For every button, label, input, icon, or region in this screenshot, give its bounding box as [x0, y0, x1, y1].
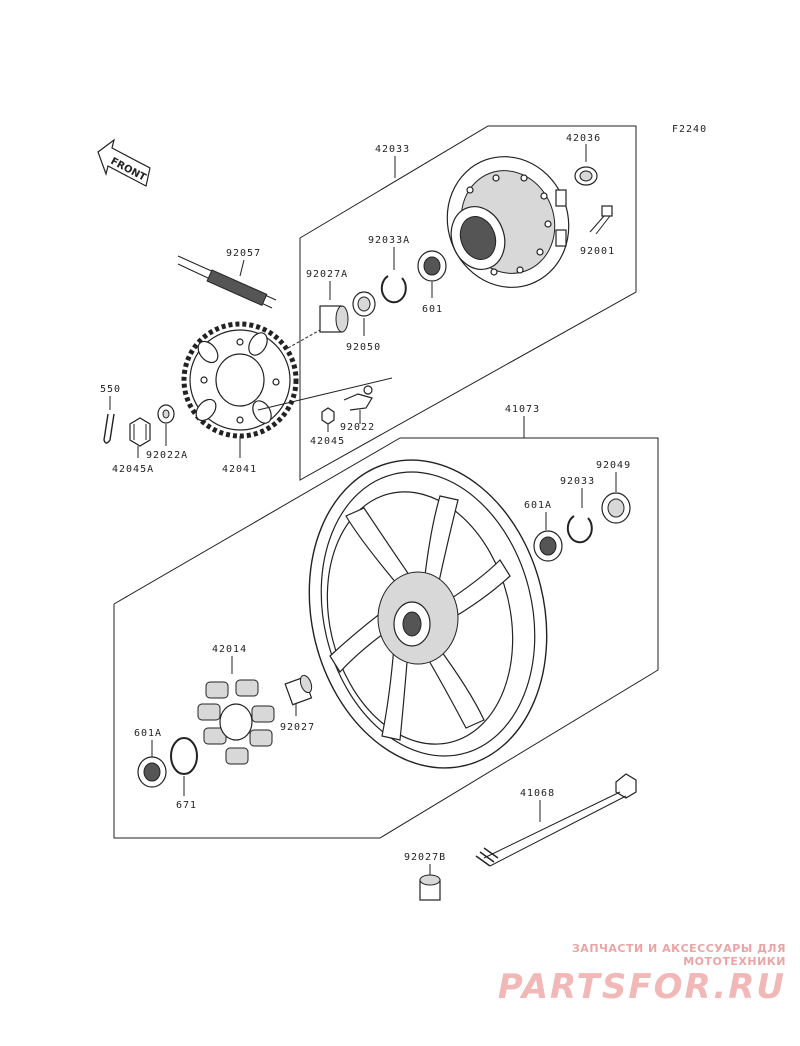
bushing-42036	[574, 166, 598, 186]
label-42045A: 42045A	[112, 464, 154, 475]
collar-92027A	[319, 305, 349, 333]
label-42014: 42014	[212, 644, 247, 655]
seal-92049	[601, 492, 631, 524]
seal-92050	[352, 291, 376, 317]
axle-41068	[475, 773, 637, 867]
label-601A-bottom: 601A	[134, 728, 162, 739]
watermark: ЗАПЧАСТИ И АКСЕССУАРЫ ДЛЯ МОТОТЕХНИКИ PA…	[466, 942, 786, 1006]
label-92027A: 92027A	[306, 269, 348, 280]
label-601A-top: 601A	[524, 500, 552, 511]
castle-nut-42045A	[129, 417, 151, 447]
drive-chain-92057	[177, 255, 277, 309]
hub-assembly-frame	[299, 125, 637, 481]
label-42045: 42045	[310, 436, 345, 447]
collar-92027B	[419, 874, 441, 901]
label-550: 550	[100, 384, 121, 395]
wheel-assembly-frame	[113, 437, 659, 839]
collar-92027	[284, 674, 313, 706]
label-41073: 41073	[505, 404, 540, 415]
label-42041: 42041	[222, 464, 257, 475]
label-92027: 92027	[280, 722, 315, 733]
bearing-601A-top	[533, 530, 563, 562]
label-92001: 92001	[580, 246, 615, 257]
label-42036: 42036	[566, 133, 601, 144]
rear-wheel-rim	[308, 459, 548, 769]
circlip-92033A	[380, 275, 407, 304]
label-42033: 42033	[375, 144, 410, 155]
o-ring-671	[170, 737, 198, 775]
label-92049: 92049	[596, 460, 631, 471]
label-41068: 41068	[520, 788, 555, 799]
figure-code: F2240	[672, 124, 707, 135]
bearing-601A-bottom	[137, 756, 167, 788]
bolt-92001	[589, 205, 613, 235]
label-92050: 92050	[346, 342, 381, 353]
cotter-pin-550	[103, 413, 115, 444]
label-92027B: 92027B	[404, 852, 446, 863]
bearing-601	[417, 250, 447, 282]
nut-42045	[321, 407, 335, 425]
label-92022: 92022	[340, 422, 375, 433]
watermark-brand: PARTSFOR.RU	[497, 967, 786, 1007]
sprocket-hub	[446, 156, 570, 288]
rear-sprocket-42041	[181, 321, 299, 439]
label-92033: 92033	[560, 476, 595, 487]
washer-92022A	[157, 404, 175, 424]
label-92033A: 92033A	[368, 235, 410, 246]
label-92057: 92057	[226, 248, 261, 259]
front-arrow-icon: FRONT	[97, 138, 151, 187]
watermark-tagline: ЗАПЧАСТИ И АКСЕССУАРЫ ДЛЯ МОТОТЕХНИКИ	[571, 942, 786, 968]
label-601: 601	[422, 304, 443, 315]
damper-rubber-42014	[197, 679, 275, 765]
lock-plate-92022	[343, 385, 373, 411]
circlip-92033	[566, 515, 593, 544]
label-671: 671	[176, 800, 197, 811]
label-92022A: 92022A	[146, 450, 188, 461]
